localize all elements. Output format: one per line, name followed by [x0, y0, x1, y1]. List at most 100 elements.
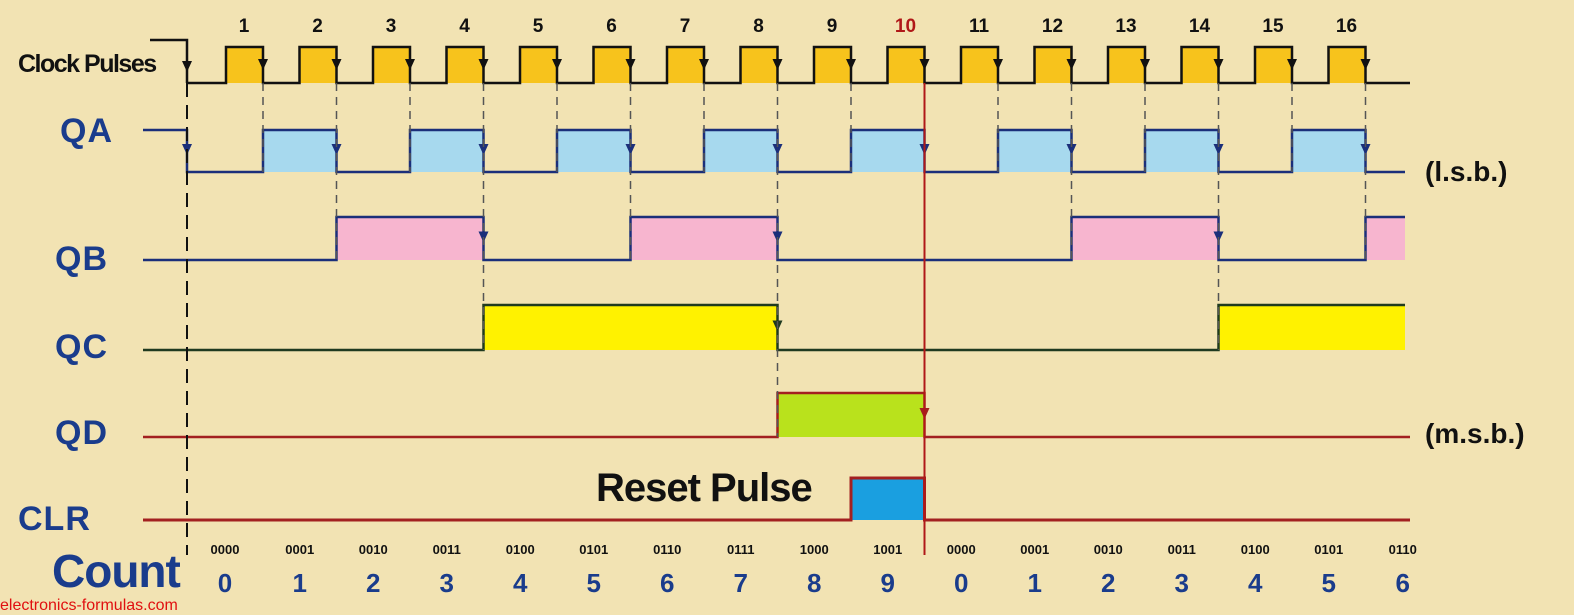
- count-decimal: 1: [293, 568, 307, 598]
- count-binary: 1001: [873, 542, 902, 557]
- clock-falling-edge-arrow: [699, 59, 709, 70]
- count-binary: 0010: [359, 542, 388, 557]
- count-decimal: 6: [1396, 568, 1410, 598]
- count-decimal: 8: [807, 568, 821, 598]
- clock-falling-edge-arrow: [478, 59, 489, 70]
- clock-arrow: [182, 61, 192, 72]
- clock-pulse-fill: [373, 47, 410, 83]
- clock-pulse-fill: [520, 47, 557, 83]
- qb-high-fill: [1145, 217, 1219, 260]
- qd-high-fill: [851, 393, 925, 437]
- qa-label: QA: [60, 112, 113, 150]
- clock-pulse-fill: [1255, 47, 1292, 83]
- count-decimal: 3: [440, 568, 454, 598]
- qb-label: QB: [55, 240, 108, 278]
- qb-high-fill: [336, 217, 410, 260]
- clock-pulse-fill: [299, 47, 337, 83]
- count-decimal: 4: [513, 568, 528, 598]
- clock-falling-edge-arrow: [919, 59, 930, 70]
- count-decimal: 0: [218, 568, 232, 598]
- clock-falling-edge-arrow: [1140, 59, 1150, 70]
- count-decimal: 6: [660, 568, 674, 598]
- qa-high-fill: [851, 130, 925, 172]
- count-decimal: 1: [1028, 568, 1042, 598]
- clock-falling-edge-arrow: [1360, 59, 1371, 70]
- qc-high-fill: [1365, 305, 1405, 350]
- clock-pulse-fill: [1034, 47, 1072, 83]
- count-decimal: 5: [1322, 568, 1336, 598]
- clock-pulse-fill: [887, 47, 925, 83]
- lsb-note: (l.s.b.): [1425, 156, 1508, 187]
- clock-pulse-number: 16: [1336, 16, 1357, 37]
- qc-high-fill: [483, 305, 557, 350]
- clock-falling-edge-arrow: [993, 59, 1003, 70]
- qa-high-fill: [1292, 130, 1366, 172]
- clock-pulse-number: 8: [753, 16, 764, 37]
- count-decimal: 3: [1175, 568, 1189, 598]
- clock-falling-edge-arrow: [1066, 59, 1077, 70]
- qa-waveform: [143, 128, 1405, 174]
- count-binary: 0100: [506, 542, 535, 557]
- count-binary: 1000: [800, 542, 829, 557]
- count-binary: 0011: [433, 542, 461, 557]
- clock-pulse-fill: [226, 47, 263, 83]
- clock-pulse-number: 13: [1115, 16, 1136, 37]
- clock-pulse-fill: [1108, 47, 1145, 83]
- clock-pulse-fill: [814, 47, 851, 83]
- qc-label: QC: [55, 328, 108, 366]
- qb-high-fill: [704, 217, 778, 260]
- clock-falling-edge-arrow: [1213, 59, 1224, 70]
- qb-high-fill: [410, 217, 484, 260]
- qc-high-fill: [1292, 305, 1366, 350]
- qa-high-fill: [410, 130, 484, 172]
- qb-high-fill: [1071, 217, 1145, 260]
- count-binary: 0111: [727, 542, 755, 557]
- clock-pulse-number: 4: [459, 16, 470, 37]
- watermark: electronics-formulas.com: [0, 597, 178, 614]
- clock-falling-edge-arrow: [405, 59, 415, 70]
- qa-high-fill: [1145, 130, 1219, 172]
- clock-pulse-fill: [446, 47, 484, 83]
- clock-pulse-fill: [667, 47, 704, 83]
- clock-pulse-number: 6: [606, 16, 617, 37]
- clock-pulse-fill: [593, 47, 631, 83]
- count-binary: 0110: [1389, 542, 1417, 557]
- clock-falling-edge-arrow: [331, 59, 342, 70]
- clr-reset-pulse-fill: [851, 478, 925, 520]
- qb-high-fill: [1365, 217, 1405, 260]
- count-decimal: 5: [587, 568, 601, 598]
- clock-pulse-number: 14: [1189, 16, 1211, 37]
- clock-falling-edge-arrow: [552, 59, 562, 70]
- clock-label: Clock Pulses: [18, 50, 157, 78]
- clock-pulse-fill: [1328, 47, 1366, 83]
- qc-high-fill: [630, 305, 704, 350]
- qa-high-fill: [704, 130, 778, 172]
- clock-pulse-fill: [740, 47, 778, 83]
- clock-pulse-number: 7: [680, 16, 691, 37]
- clock-waveform: [187, 45, 1410, 85]
- qa-high-fill: [557, 130, 631, 172]
- clock-pulse-fill: [961, 47, 998, 83]
- qa-high-fill: [263, 130, 337, 172]
- count-label: Count: [52, 545, 181, 597]
- count-binary: 0101: [579, 542, 608, 557]
- count-binary: 0100: [1241, 542, 1270, 557]
- count-binary: 0001: [1020, 542, 1049, 557]
- clock-pulse-number: 2: [312, 16, 323, 37]
- qd-high-fill: [777, 393, 851, 437]
- clr-label: CLR: [18, 500, 91, 538]
- qa-high-fill: [998, 130, 1072, 172]
- count-decimal: 0: [954, 568, 968, 598]
- clock-falling-edge-arrow: [772, 59, 783, 70]
- count-decimal: 4: [1248, 568, 1263, 598]
- qd-waveform: [143, 391, 1410, 439]
- clock-falling-edge-arrow: [1287, 59, 1297, 70]
- clock-falling-edge-arrow: [258, 59, 268, 70]
- count-binary: 0000: [947, 542, 976, 557]
- count-decimal: 2: [366, 568, 380, 598]
- clock-pulse-number: 12: [1042, 16, 1063, 37]
- count-decimal: 2: [1101, 568, 1115, 598]
- qb-high-fill: [630, 217, 704, 260]
- clock-pulse-number: 15: [1262, 16, 1284, 37]
